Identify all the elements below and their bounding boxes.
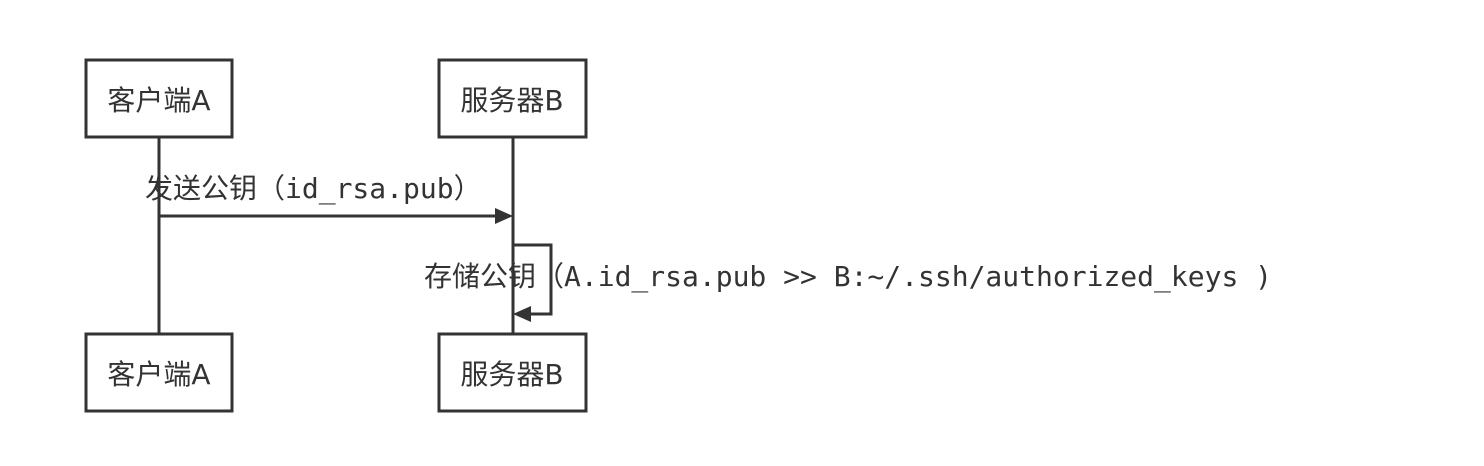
participant-server-top: 服务器B xyxy=(437,58,588,139)
participant-client-top: 客户端A xyxy=(84,58,234,139)
message-send-public-key: 发送公钥（id_rsa.pub） xyxy=(145,172,513,224)
participant-server-top-label: 服务器B xyxy=(460,84,563,117)
participant-client-bottom: 客户端A xyxy=(84,332,234,413)
arrowhead-right-icon xyxy=(495,208,513,224)
participant-client-bottom-label: 客户端A xyxy=(107,358,210,391)
participant-client-top-label: 客户端A xyxy=(107,84,210,117)
message-store-public-key-label: 存储公钥（A.id_rsa.pub >> B:~/.ssh/authorized… xyxy=(424,260,1272,294)
message-store-public-key: 存储公钥（A.id_rsa.pub >> B:~/.ssh/authorized… xyxy=(424,243,1272,322)
arrowhead-left-icon xyxy=(513,306,531,322)
participant-server-bottom-label: 服务器B xyxy=(460,358,563,391)
participant-server-bottom: 服务器B xyxy=(437,332,588,413)
message-send-public-key-label: 发送公钥（id_rsa.pub） xyxy=(145,172,482,206)
